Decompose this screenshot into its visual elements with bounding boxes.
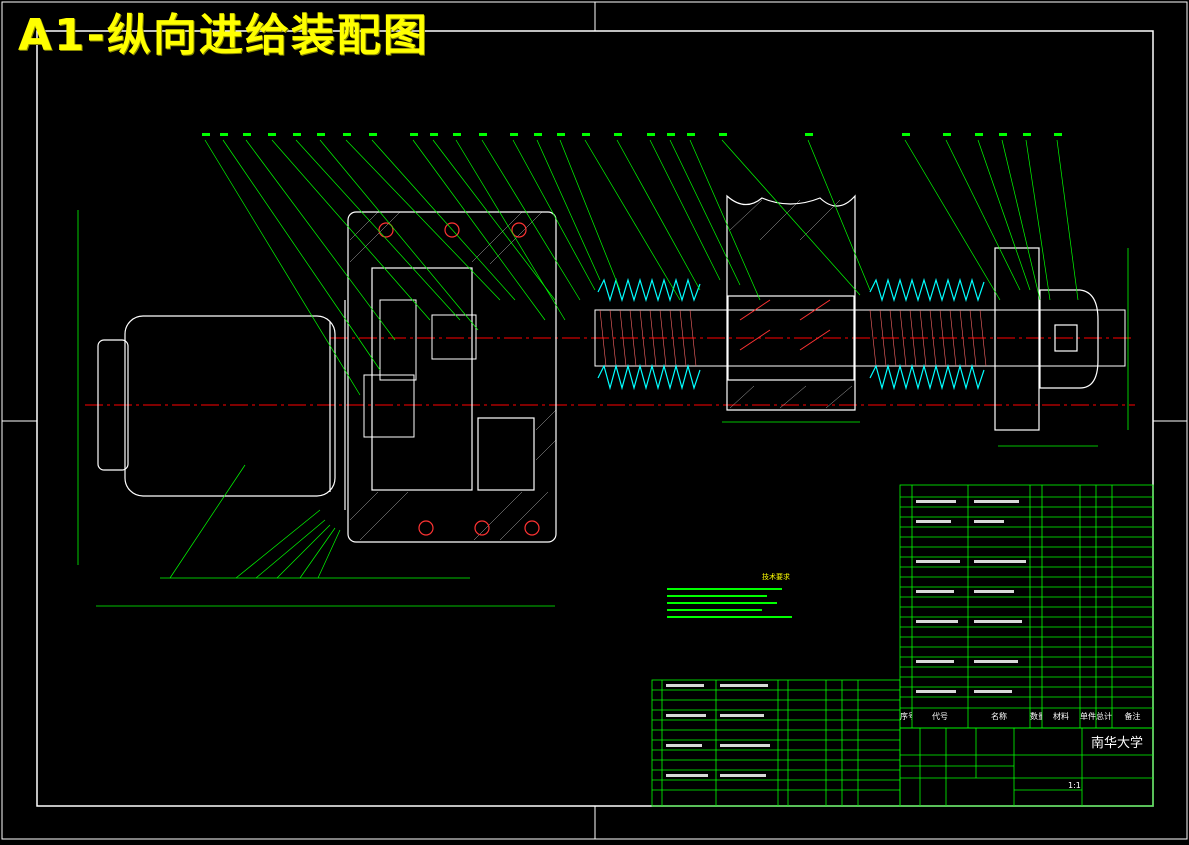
gear-pair [363, 299, 477, 438]
bom-header-cell: 名称 [991, 712, 1007, 721]
screw-threads [599, 309, 987, 367]
stepper-motor [97, 300, 346, 510]
scale-label: 1:1 [1068, 781, 1081, 790]
ball-screw [594, 309, 1126, 367]
school-name: 南华大学 [1090, 736, 1143, 751]
gearbox-housing [347, 211, 557, 543]
bom-header-cell: 单件 [1080, 712, 1096, 721]
title-block [899, 727, 1154, 807]
worktable-nut [726, 194, 856, 411]
nut-balls [739, 299, 831, 351]
bom-table-right [899, 484, 1154, 729]
bom-header-cell: 代号 [932, 712, 948, 721]
tech-requirements-title: 技术要求 [762, 573, 790, 581]
housing-hatching [349, 211, 557, 541]
bom-table-left [651, 679, 901, 807]
drawing-title: A1-纵向进给装配图 [18, 10, 429, 61]
bom-header-cell: 材料 [1053, 712, 1069, 721]
leader-lines [169, 139, 1079, 579]
bom-header-cell: 总计 [1096, 712, 1112, 721]
bom-text-stubs [666, 500, 1026, 777]
dimension-lines [77, 210, 1129, 607]
tech-requirements-lines [667, 588, 792, 618]
bom-header-cell: 数量 [1030, 712, 1042, 721]
end-bearing-support [994, 247, 1099, 431]
bolt-holes [378, 222, 540, 536]
bom-header-cell: 序号 [900, 712, 912, 721]
bom-header-cell: 备注 [1124, 712, 1141, 721]
nut-hatching [729, 199, 853, 409]
part-number-ticks [202, 133, 1062, 136]
inner-border [36, 30, 1154, 807]
bellows-springs [597, 277, 985, 391]
